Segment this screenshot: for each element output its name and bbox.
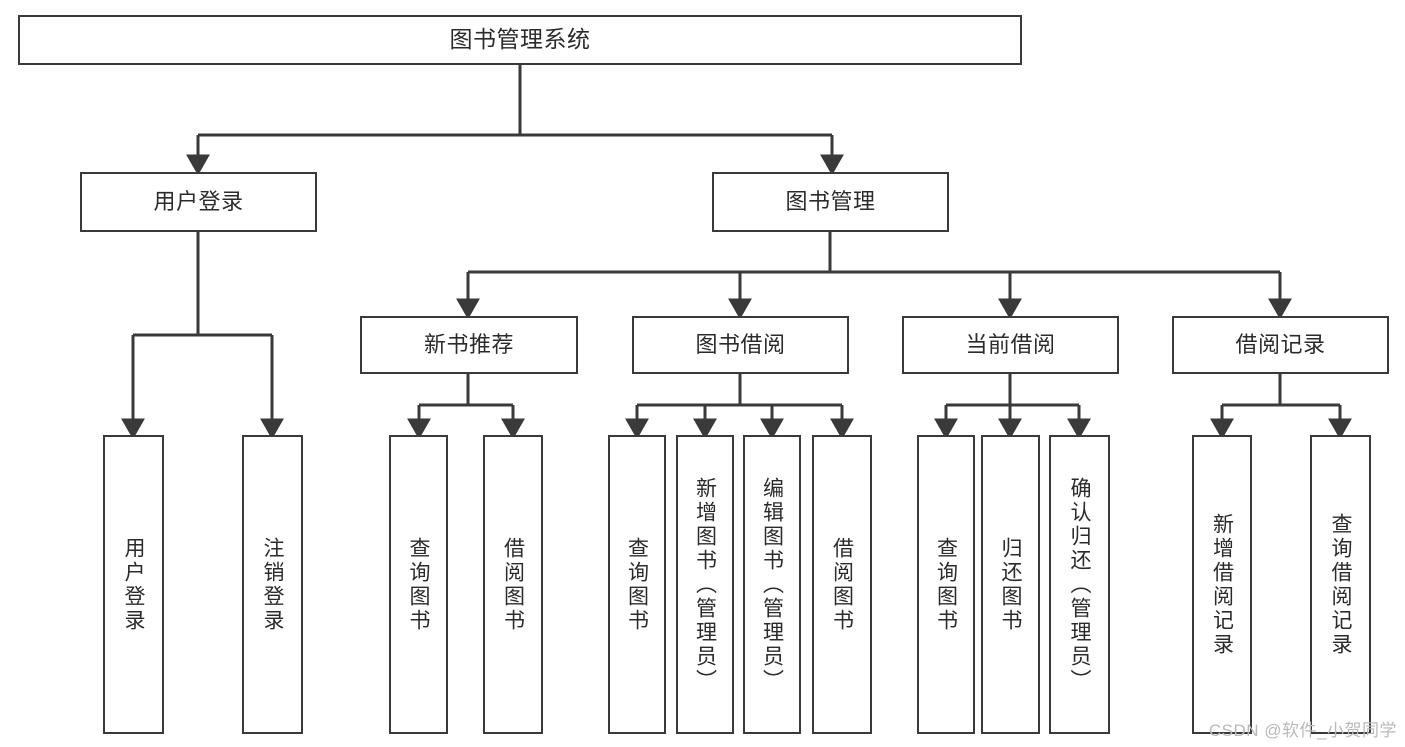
node-book-borrow[interactable]: 图书借阅 — [632, 316, 849, 374]
node-label: 图书借阅 — [695, 331, 786, 357]
node-new-book-recommend[interactable]: 新书推荐 — [360, 316, 578, 374]
node-label: 新增借阅记录 — [1210, 512, 1234, 657]
node-label: 当前借阅 — [965, 331, 1056, 357]
leaf-borrow-borrow-book[interactable]: 借阅图书 — [812, 435, 872, 734]
leaf-current-query-book[interactable]: 查询图书 — [917, 435, 975, 734]
node-label: 借阅图书 — [501, 536, 525, 633]
node-label: 查询图书 — [934, 536, 958, 633]
node-label: 确认归还（管理员） — [1068, 476, 1092, 693]
node-label: 用户登录 — [122, 536, 146, 633]
node-label: 编辑图书（管理员） — [760, 476, 784, 693]
node-label: 归还图书 — [999, 536, 1023, 633]
leaf-user-login-logout[interactable]: 注销登录 — [242, 435, 303, 734]
leaf-records-query-record[interactable]: 查询借阅记录 — [1310, 435, 1371, 734]
leaf-current-confirm-return-admin[interactable]: 确认归还（管理员） — [1049, 435, 1110, 734]
leaf-records-add-record[interactable]: 新增借阅记录 — [1192, 435, 1252, 734]
node-user-login[interactable]: 用户登录 — [80, 172, 317, 232]
node-root-system[interactable]: 图书管理系统 — [18, 15, 1022, 65]
node-label: 图书管理 — [785, 188, 876, 214]
node-label: 新增图书（管理员） — [693, 476, 717, 693]
node-book-management[interactable]: 图书管理 — [712, 172, 949, 232]
node-current-borrow[interactable]: 当前借阅 — [902, 316, 1119, 374]
leaf-borrow-query-book[interactable]: 查询图书 — [608, 435, 666, 734]
leaf-borrow-edit-book-admin[interactable]: 编辑图书（管理员） — [743, 435, 801, 734]
node-label: 借阅记录 — [1235, 331, 1326, 357]
node-label: 查询图书 — [407, 536, 431, 633]
leaf-new-books-query[interactable]: 查询图书 — [389, 435, 448, 734]
node-label: 注销登录 — [261, 536, 285, 633]
watermark-text: CSDN @软件_小贺同学 — [1208, 721, 1397, 740]
node-label: 查询借阅记录 — [1329, 512, 1353, 657]
leaf-current-return-book[interactable]: 归还图书 — [981, 435, 1040, 734]
node-label: 查询图书 — [625, 536, 649, 633]
node-label: 新书推荐 — [423, 331, 514, 357]
leaf-user-login-login[interactable]: 用户登录 — [103, 435, 164, 734]
node-label: 图书管理系统 — [449, 26, 591, 53]
node-label: 借阅图书 — [830, 536, 854, 633]
leaf-borrow-add-book-admin[interactable]: 新增图书（管理员） — [676, 435, 734, 734]
node-label: 用户登录 — [153, 188, 244, 214]
leaf-new-books-borrow[interactable]: 借阅图书 — [483, 435, 543, 734]
node-borrow-records[interactable]: 借阅记录 — [1172, 316, 1389, 374]
